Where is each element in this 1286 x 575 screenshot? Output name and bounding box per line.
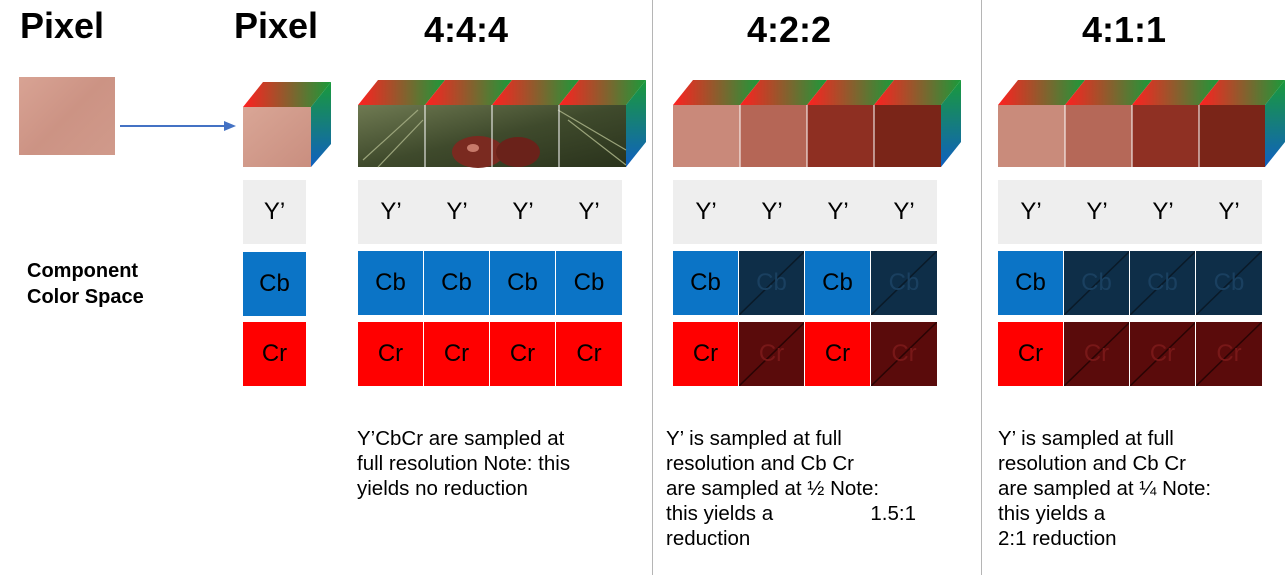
s411-cb-2-subsampled: Cb	[1064, 251, 1130, 315]
s422-cr-2-subsampled: Cr	[739, 322, 805, 386]
arrow-icon	[120, 121, 236, 131]
s444-y-2: Y’	[424, 180, 490, 244]
s411-cb-4-subsampled: Cb	[1196, 251, 1262, 315]
pixel-cb-cell: Cb	[243, 252, 306, 316]
s411-cb-3-subsampled: Cb	[1130, 251, 1196, 315]
s411-y-2: Y’	[1064, 180, 1130, 244]
heading-422: 4:2:2	[747, 9, 832, 50]
s411-y-3: Y’	[1130, 180, 1196, 244]
s444-cr-1: Cr	[358, 322, 424, 386]
s422-cr-3: Cr	[805, 322, 871, 386]
s422-cb-4-subsampled: Cb	[871, 251, 937, 315]
s422-y-4: Y’	[871, 180, 937, 244]
cube-strip-444	[358, 80, 646, 168]
pixel-heading-right: Pixel	[234, 5, 319, 46]
component-color-space-label: Component Color Space	[27, 260, 144, 308]
heading-411: 4:1:1	[1082, 9, 1167, 50]
description-444: Y’CbCr are sampled at full resolution No…	[357, 427, 571, 500]
cube-strip-411	[998, 80, 1285, 167]
s411-cr-1: Cr	[998, 322, 1064, 386]
pixel-heading-left: Pixel	[20, 5, 105, 46]
s444-cb-1: Cb	[358, 251, 424, 315]
s422-cb-2-subsampled: Cb	[739, 251, 805, 315]
s422-y-3: Y’	[805, 180, 871, 244]
s411-cb-1: Cb	[998, 251, 1064, 315]
cube-strip-422	[673, 80, 961, 167]
divider-2	[981, 0, 982, 575]
s444-y-1: Y’	[358, 180, 424, 244]
s444-cr-2: Cr	[424, 322, 490, 386]
s444-cb-3: Cb	[490, 251, 556, 315]
pixel-cube	[243, 82, 331, 167]
pixel-cr-cell: Cr	[243, 322, 306, 386]
s422-y-2: Y’	[739, 180, 805, 244]
s422-y-1: Y’	[673, 180, 739, 244]
s422-cr-1: Cr	[673, 322, 739, 386]
s444-cb-4: Cb	[556, 251, 622, 315]
description-411: Y’ is sampled at full resolution and Cb …	[998, 427, 1212, 550]
s444-y-3: Y’	[490, 180, 556, 244]
s411-cr-2-subsampled: Cr	[1064, 322, 1130, 386]
s411-y-1: Y’	[998, 180, 1064, 244]
s444-cr-3: Cr	[490, 322, 556, 386]
heading-444: 4:4:4	[424, 9, 509, 50]
s422-cr-4-subsampled: Cr	[871, 322, 937, 386]
s444-y-4: Y’	[556, 180, 622, 244]
s444-cr-4: Cr	[556, 322, 622, 386]
s411-y-4: Y’	[1196, 180, 1262, 244]
description-422: Y’ is sampled at full resolution and Cb …	[666, 427, 916, 550]
s411-cr-3-subsampled: Cr	[1130, 322, 1196, 386]
pixel-y-cell: Y’	[243, 180, 306, 244]
s411-cr-4-subsampled: Cr	[1196, 322, 1262, 386]
s422-cb-3: Cb	[805, 251, 871, 315]
divider-1	[652, 0, 653, 575]
s422-cb-1: Cb	[673, 251, 739, 315]
pixel-swatch	[19, 77, 115, 155]
s444-cb-2: Cb	[424, 251, 490, 315]
